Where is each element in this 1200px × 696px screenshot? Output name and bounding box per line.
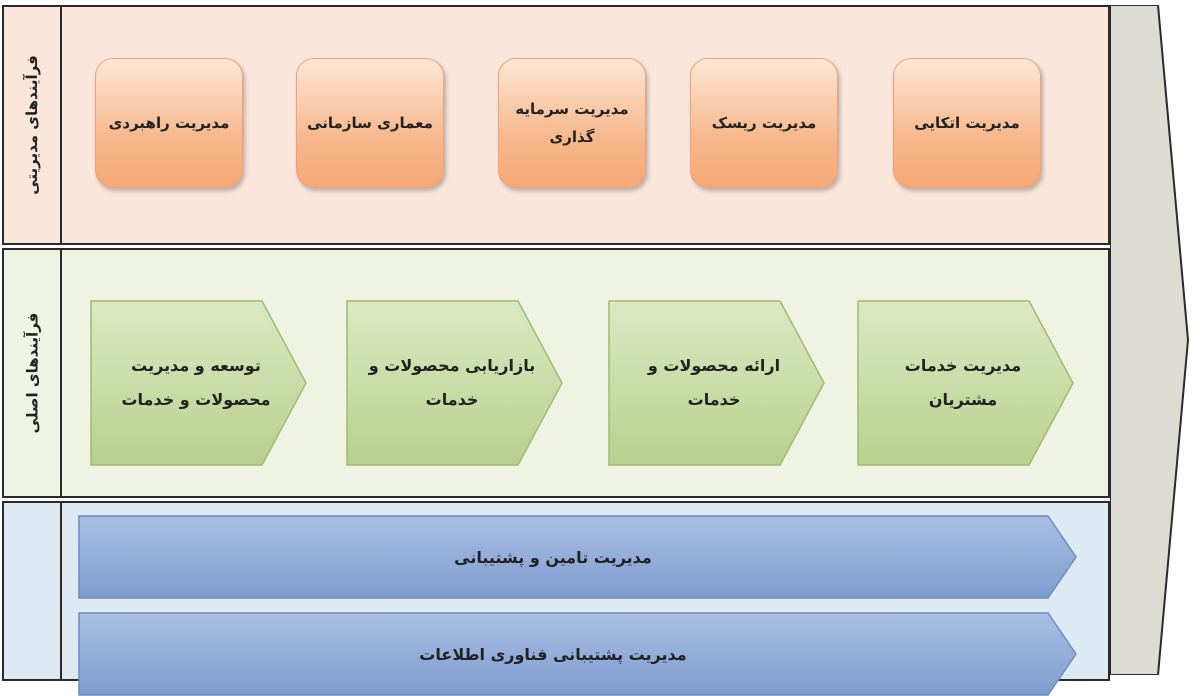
arrow-label: مدیریت تامین و پشتیبانی	[454, 547, 652, 567]
chevron-label: توسعه و مدیریت محصولات و خدمات	[121, 356, 271, 409]
chevron-label: بازاریابی محصولات و خدمات	[368, 356, 536, 409]
arrow-label: مدیریت پشتیبانی فناوری اطلاعات	[419, 644, 687, 664]
chevron-label: ارائه محصولات و خدمات	[647, 356, 781, 409]
chevron-product-development: توسعه و مدیریت محصولات و خدمات	[90, 300, 308, 466]
chevron-shape	[608, 300, 825, 466]
chevron-label: مدیریت خدمات مشتریان	[904, 356, 1022, 409]
chevron-shape	[857, 300, 1074, 466]
core-label-text: فرآیندهای اصلی	[23, 312, 41, 434]
arrow-it-support: مدیریت پشتیبانی فناوری اطلاعات	[78, 612, 1078, 696]
arrow-supply-support: مدیریت تامین و پشتیبانی	[78, 515, 1078, 599]
right-ribbon	[1110, 5, 1190, 675]
chevron-customer-service: مدیریت خدمات مشتریان	[857, 300, 1075, 466]
arrow-shape	[78, 515, 1077, 599]
process-map: فرآیندهای مدیریتی مدیریت راهبردی معماری …	[2, 5, 1190, 696]
management-row-label: فرآیندهای مدیریتی	[4, 7, 62, 243]
box-assurance-management: مدیریت اتکایی	[893, 58, 1041, 188]
box-enterprise-architecture: معماری سازمانی	[296, 58, 444, 188]
chevron-product-delivery: ارائه محصولات و خدمات	[608, 300, 826, 466]
box-risk-management: مدیریت ریسک	[690, 58, 838, 188]
chevron-marketing: بازاریابی محصولات و خدمات	[346, 300, 564, 466]
chevron-shape	[346, 300, 563, 466]
chevron-shape	[90, 300, 307, 466]
management-label-text: فرآیندهای مدیریتی	[23, 55, 42, 195]
box-investment-management: مدیریت سرمایه گذاری	[498, 58, 646, 188]
core-row-label: فرآیندهای اصلی	[4, 250, 62, 496]
support-row-label	[4, 503, 62, 679]
box-strategic-management: مدیریت راهبردی	[95, 58, 243, 188]
